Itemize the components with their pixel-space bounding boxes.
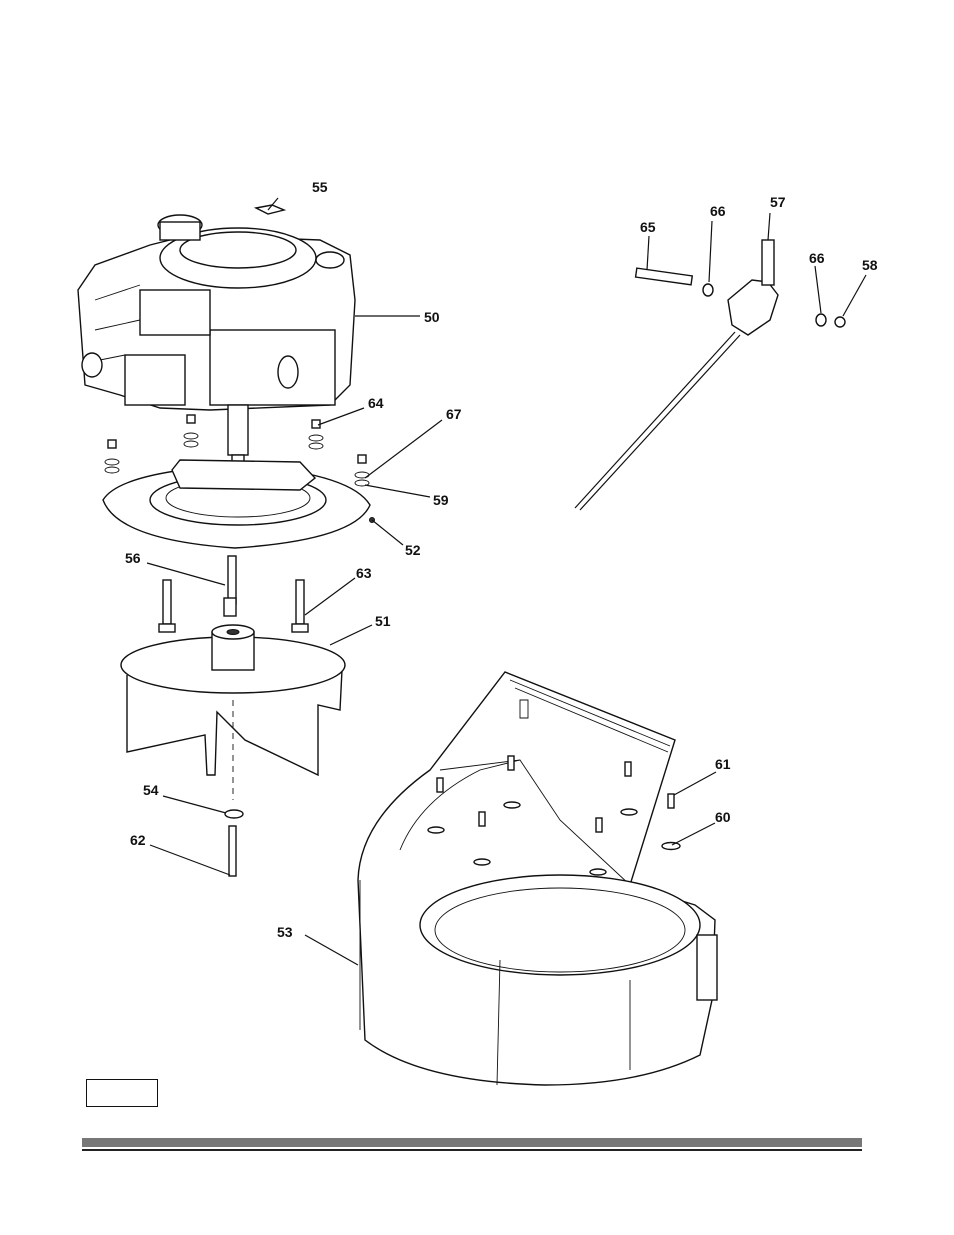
callout-51: 51 (375, 613, 391, 629)
callout-50: 50 (424, 309, 440, 325)
callout-53: 53 (277, 924, 293, 940)
plate-part-52 (103, 460, 375, 548)
callout-66-right: 66 (809, 250, 825, 266)
callout-52: 52 (405, 542, 421, 558)
callout-67: 67 (446, 406, 462, 422)
footer-rule-thick (82, 1138, 862, 1147)
housing-part-53 (358, 672, 717, 1085)
part-55 (256, 205, 284, 214)
callout-55: 55 (312, 179, 328, 195)
callout-54: 54 (143, 782, 159, 798)
callout-57: 57 (770, 194, 786, 210)
page-number-box (86, 1079, 158, 1107)
callout-61: 61 (715, 756, 731, 772)
callout-62: 62 (130, 832, 146, 848)
callout-60: 60 (715, 809, 731, 825)
callout-56: 56 (125, 550, 141, 566)
callout-64: 64 (368, 395, 384, 411)
throttle-control-part-57 (575, 240, 845, 510)
bolt-part-62 (229, 826, 236, 876)
callout-65: 65 (640, 219, 656, 235)
shaft-part-56 (224, 556, 236, 616)
callout-58: 58 (862, 257, 878, 273)
washer-part-54 (225, 810, 243, 818)
callout-66-left: 66 (710, 203, 726, 219)
callout-63: 63 (356, 565, 372, 581)
impeller-part-51 (121, 625, 345, 800)
footer-rule-thin (82, 1149, 862, 1151)
callout-59: 59 (433, 492, 449, 508)
